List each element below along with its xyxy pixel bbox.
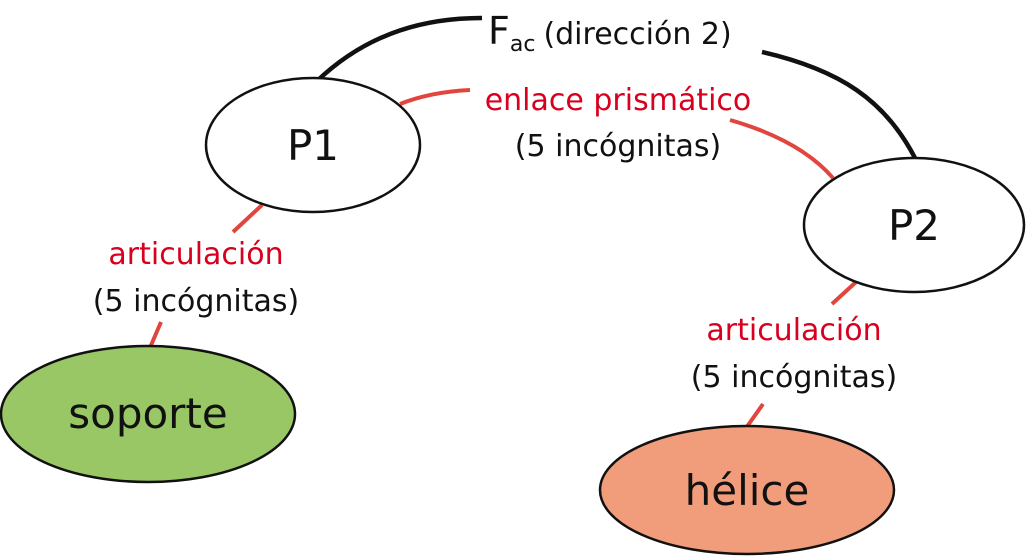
node-p2-label: P2 — [888, 201, 940, 250]
node-p2: P2 — [802, 156, 1026, 294]
force-subscript: ac — [510, 32, 536, 57]
force-arc-left — [314, 15, 483, 84]
joint-link-right-top — [830, 280, 858, 306]
joint-left-name: articulación — [108, 237, 283, 272]
force-detail: (dirección 2) — [543, 17, 731, 52]
prismatic-link-name: enlace prismático — [485, 83, 752, 118]
prismatic-link-arc-right — [729, 118, 835, 180]
joint-link-left-top — [231, 203, 264, 234]
node-p1: P1 — [204, 76, 422, 214]
force-label: Fac (dirección 2) — [488, 9, 732, 57]
joint-right-name: articulación — [706, 313, 881, 348]
node-helice-shape — [598, 424, 896, 556]
node-soporte-shape — [0, 344, 297, 484]
joint-right-unknowns: (5 incógnitas) — [691, 360, 897, 395]
force-arc-right — [761, 49, 917, 160]
prismatic-link-unknowns: (5 incógnitas) — [515, 129, 721, 164]
node-p1-shape — [204, 76, 422, 214]
joint-link-right-bottom — [744, 402, 765, 430]
node-helice-label: hélice — [685, 466, 810, 515]
joint-left-unknowns: (5 incógnitas) — [93, 284, 299, 319]
node-soporte-label: soporte — [68, 389, 228, 438]
prismatic-link-arc-left — [399, 88, 471, 106]
node-p1-label: P1 — [287, 121, 339, 170]
node-p2-shape — [802, 156, 1026, 294]
force-symbol: F — [488, 9, 510, 53]
node-soporte: soporte — [0, 344, 297, 484]
node-helice: hélice — [598, 424, 896, 556]
